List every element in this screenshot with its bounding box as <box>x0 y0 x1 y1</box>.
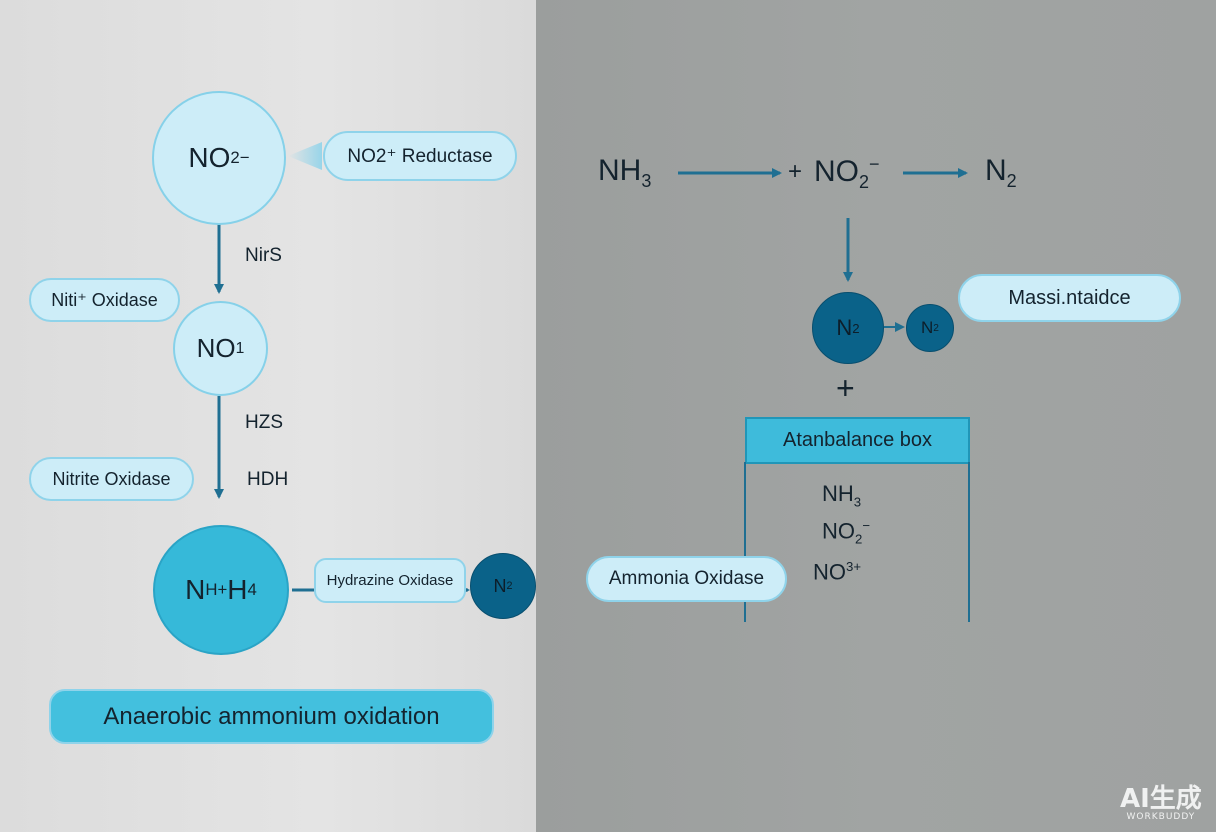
box-item-nh3-main: NH <box>822 481 854 506</box>
no2-node-main: NO <box>188 142 231 173</box>
nh-node-sub-b: 4 <box>247 580 257 599</box>
no2-node-sup: − <box>239 148 250 167</box>
box-item-no2-sup: − <box>862 518 871 533</box>
n2-small-sub: 2 <box>933 322 939 334</box>
box-item-no2: NO2− <box>822 518 870 547</box>
reductase-pointer <box>288 142 322 170</box>
watermark: AI生成 WORKBUDDY <box>1120 786 1202 822</box>
watermark-big: AI生成 <box>1120 784 1202 814</box>
no-node-sub: 1 <box>235 339 245 357</box>
eq-no2-main: NO <box>814 155 859 188</box>
no2-reductase-text: NO2⁺ Reductase <box>347 145 493 167</box>
eq-no2: NO2− <box>814 154 880 193</box>
hzs-label: HZS <box>245 412 283 433</box>
eq-nh3-main: NH <box>598 154 642 187</box>
box-item-no2-sub: 2 <box>855 531 863 547</box>
eq-nh3-sub: 3 <box>641 171 652 191</box>
hydrazine-oxidase-label: Hydrazine Oxidase <box>314 558 466 603</box>
eq-n2: N2 <box>985 154 1017 192</box>
nh-node-sub: H+ <box>205 580 228 599</box>
no2-node-sub: 2 <box>230 148 240 167</box>
box-item-no2-main: NO <box>822 518 855 544</box>
n2-left-main: N <box>493 575 507 596</box>
balance-box-header: Atanbalance box <box>745 417 970 464</box>
box-item-nh3-sub: 3 <box>853 494 862 510</box>
n2-big-sub: 2 <box>852 320 860 336</box>
niti-oxidase-label: Niti⁺ Oxidase <box>29 278 180 322</box>
box-item-no3-main: NO <box>813 559 846 585</box>
anammox-title: Anaerobic ammonium oxidation <box>49 689 494 744</box>
nirs-label: NirS <box>245 245 282 266</box>
n2-big-main: N <box>836 315 853 340</box>
balance-box-left-edge <box>744 462 746 622</box>
n2-left-sub: 2 <box>506 580 513 592</box>
eq-no2-sup: − <box>869 154 880 174</box>
box-item-no3-sup: 3+ <box>846 559 862 574</box>
eq-n2-main: N <box>985 154 1007 187</box>
nitrite-oxidase-text: Nitrite Oxidase <box>52 468 171 489</box>
hydrazine-oxidase-text: Hydrazine Oxidase <box>326 572 454 589</box>
ammonia-oxidase-text: Ammonia Oxidase <box>608 568 765 589</box>
box-item-nh3: NH3 <box>822 481 861 509</box>
niti-oxidase-text: Niti⁺ Oxidase <box>51 289 158 310</box>
right-panel <box>536 0 1216 832</box>
ammonia-oxidase-label: Ammonia Oxidase <box>586 556 787 602</box>
balance-box-title: Atanbalance box <box>782 429 932 451</box>
no-node-main: NO <box>196 333 236 363</box>
mass-label: Massi.ntaidce <box>958 274 1181 322</box>
nh-node-main-b: H <box>227 574 248 605</box>
eq-no2-sub: 2 <box>859 172 870 192</box>
nitrite-oxidase-label: Nitrite Oxidase <box>29 457 194 501</box>
nh-node-main-a: N <box>185 574 206 605</box>
balance-box-right-edge <box>968 462 970 622</box>
eq-plus: + <box>788 158 803 185</box>
anammox-title-text: Anaerobic ammonium oxidation <box>103 702 440 730</box>
eq-nh3: NH3 <box>598 154 651 192</box>
mass-label-text: Massi.ntaidce <box>1008 286 1131 309</box>
watermark-small: WORKBUDDY <box>1126 812 1196 822</box>
hdh-label: HDH <box>247 469 289 490</box>
n2-small-main: N <box>921 318 934 337</box>
box-item-no3: NO3+ <box>813 559 861 585</box>
eq-n2-sub: 2 <box>1006 171 1017 191</box>
no2-reductase-label: NO2⁺ Reductase <box>323 131 517 181</box>
plus-sign: + <box>836 370 855 406</box>
